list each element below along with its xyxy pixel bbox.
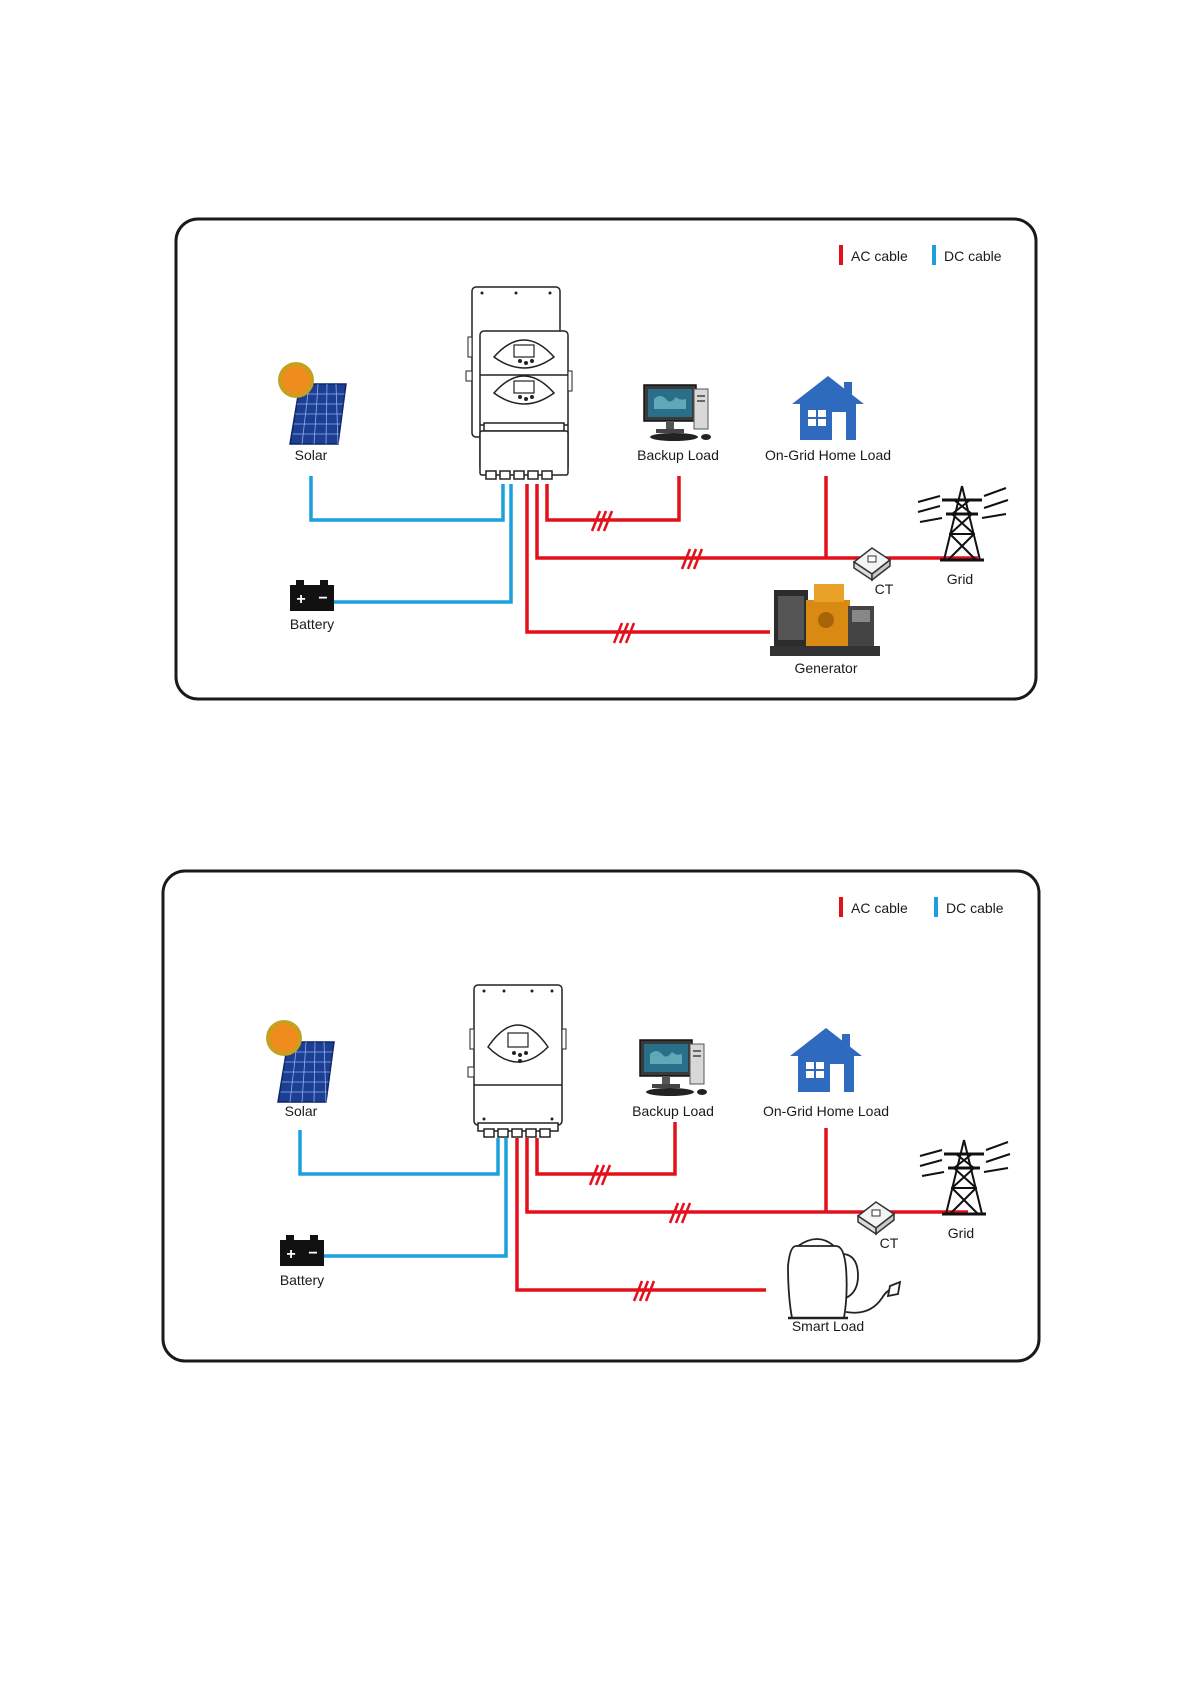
legend-ac-swatch [839,897,843,917]
legend-dc-swatch [932,245,936,265]
backup-load-label: Backup Load [637,447,719,463]
dc-cable-battery [324,1138,506,1256]
ct-label: CT [875,581,894,597]
legend-2: AC cable DC cable [839,897,1004,917]
home-load-label: On-Grid Home Load [765,447,891,463]
computer-icon [640,1040,707,1096]
diagram-2: AC cable DC cable Solar Battery [163,871,1039,1361]
legend-dc-label: DC cable [944,248,1002,264]
ct-label: CT [880,1235,899,1251]
ac-hatch-marks-2 [590,1165,690,1301]
computer-icon [644,385,711,441]
dc-cable-solar [300,1130,498,1174]
dc-cables-1 [311,476,511,602]
ct-clamp-icon [854,548,890,580]
ac-cables-1 [527,476,978,632]
legend-ac-swatch [839,245,843,265]
ac-cable-smart-load [517,1138,766,1290]
dc-cables-2 [300,1130,506,1256]
grid-label: Grid [948,1225,974,1241]
inverter-2 [468,985,566,1137]
battery-label: Battery [280,1272,324,1288]
legend-ac-label: AC cable [851,900,908,916]
inverter-1 [466,287,572,479]
ac-hatch-marks-1 [592,511,702,643]
diagram-1: AC cable DC cable Solar Battery [176,219,1036,699]
transmission-tower-icon [920,1140,1010,1214]
generator-label: Generator [794,660,857,676]
smart-load-label: Smart Load [792,1318,864,1334]
dc-cable-battery [334,484,511,602]
legend-1: AC cable DC cable [839,245,1002,265]
solar-label: Solar [295,447,328,463]
legend-dc-label: DC cable [946,900,1004,916]
solar-panel-icon [278,362,346,444]
ac-cable-backup [547,476,679,520]
grid-label: Grid [947,571,973,587]
ct-clamp-icon [858,1202,894,1234]
backup-load-label: Backup Load [632,1103,714,1119]
house-icon [790,1028,862,1096]
solar-panel-icon [266,1020,334,1102]
solar-label: Solar [285,1103,318,1119]
battery-label: Battery [290,616,334,632]
battery-icon [290,580,334,611]
generator-icon [770,584,880,656]
transmission-tower-icon [918,486,1008,560]
ac-cables-2 [517,1122,968,1290]
home-load-label: On-Grid Home Load [763,1103,889,1119]
legend-ac-label: AC cable [851,248,908,264]
legend-dc-swatch [934,897,938,917]
battery-icon [280,1235,324,1266]
house-icon [792,376,864,444]
dc-cable-solar [311,476,503,520]
